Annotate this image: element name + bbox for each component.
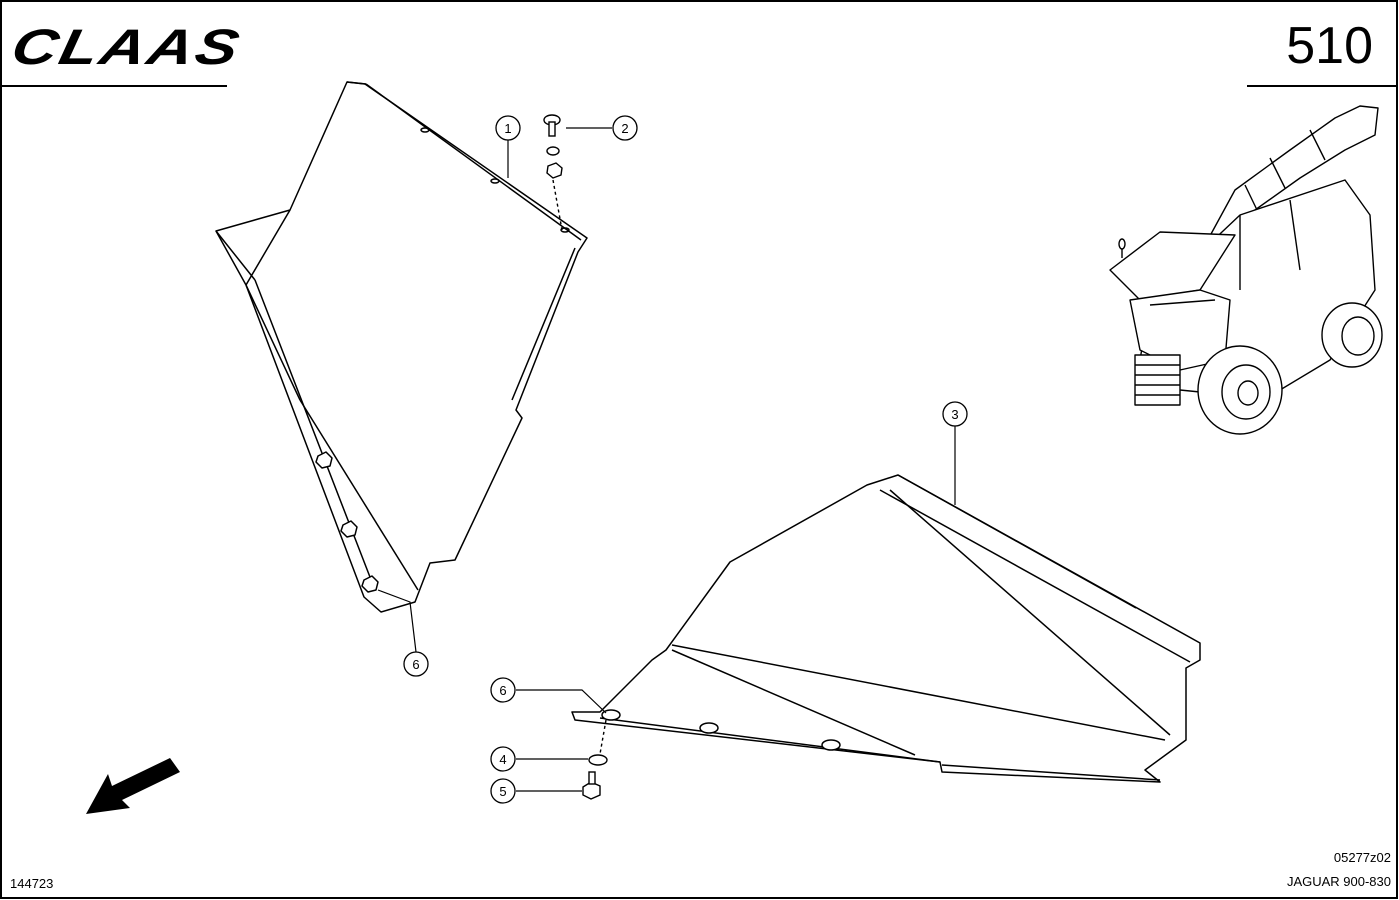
forage-harvester-icon	[1109, 105, 1383, 435]
callout-3: 3	[942, 401, 968, 427]
brand-logo: CLAAS	[6, 19, 247, 75]
shield-part-1	[215, 81, 588, 613]
callout-6-upper: 6	[403, 651, 429, 677]
callout-5: 5	[490, 778, 516, 804]
svg-text:4: 4	[499, 752, 506, 767]
shield-part-3	[571, 474, 1201, 783]
callout-2: 2	[612, 115, 638, 141]
leader-lines	[377, 127, 956, 792]
svg-text:5: 5	[499, 784, 506, 799]
hardware-parts	[543, 114, 608, 800]
svg-text:6: 6	[499, 683, 506, 698]
svg-text:1: 1	[504, 121, 511, 136]
svg-text:3: 3	[951, 407, 958, 422]
svg-text:6: 6	[412, 657, 419, 672]
callout-1: 1	[495, 115, 521, 141]
model-label: JAGUAR 900-830	[1286, 874, 1391, 889]
drawing-code: 05277z02	[1333, 850, 1391, 865]
sheet-id: 144723	[10, 876, 54, 891]
direction-arrow-icon	[86, 758, 180, 814]
callout-6-lower: 6	[490, 677, 516, 703]
callout-4: 4	[490, 746, 516, 772]
page-number: 510	[1286, 17, 1373, 75]
svg-text:2: 2	[621, 121, 628, 136]
